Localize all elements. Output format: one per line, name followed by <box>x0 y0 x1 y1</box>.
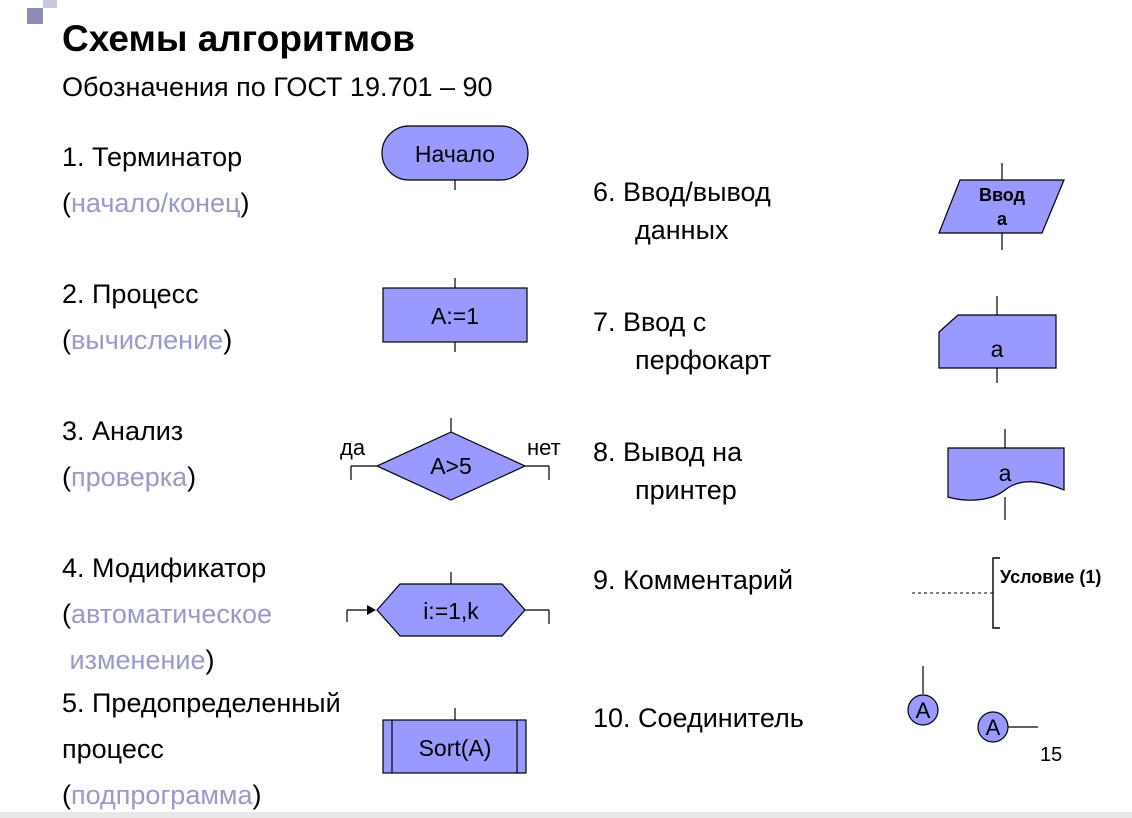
modifier-arrow-icon <box>367 605 376 615</box>
modifier-symbol: i:=1,k <box>346 572 550 637</box>
item-predefined: 5. Предопределенный процесс (подпрограмм… <box>62 680 341 818</box>
io-symbol: Ввод a <box>938 163 1065 250</box>
item-printer: 8. Вывод на принтер <box>593 433 742 509</box>
item-io-label: 6. Ввод/вывод <box>593 177 771 207</box>
terminator-symbol: Начало <box>381 125 529 190</box>
io-text-line1: Ввод <box>979 185 1026 205</box>
predefined-text: Sort(A) <box>419 735 492 761</box>
printer-symbol: a <box>947 429 1065 520</box>
item-predefined-sub: подпрограмма <box>71 780 253 810</box>
predefined-process-symbol: Sort(A) <box>382 708 527 774</box>
decision-text: A>5 <box>430 453 472 479</box>
modifier-text: i:=1,k <box>423 598 479 624</box>
item-punchcard-label2: перфокарт <box>635 345 772 375</box>
punchcard-text: a <box>991 336 1004 362</box>
item-modifier: 4. Модификатор (автоматическое изменение… <box>62 545 272 683</box>
printer-text: a <box>999 460 1012 486</box>
item-predefined-desc: (подпрограмма) <box>62 780 262 810</box>
item-io: 6. Ввод/вывод данных <box>593 173 771 249</box>
process-text: A:=1 <box>431 303 479 329</box>
item-punchcard-label: 7. Ввод с <box>593 307 707 337</box>
connector-symbol-2: A <box>977 711 1038 743</box>
decision-yes-label: да <box>340 435 366 460</box>
item-printer-label: 8. Вывод на <box>593 437 743 467</box>
decision-no-label: нет <box>527 435 561 460</box>
item-connector: 10. Соединитель <box>593 699 804 737</box>
item-modifier-sub2: изменение <box>69 645 206 675</box>
process-symbol: A:=1 <box>382 278 528 352</box>
page-subtitle: Обозначения по ГОСТ 19.701 – 90 <box>62 72 493 102</box>
corner-square-light <box>43 0 57 8</box>
item-printer-label2: принтер <box>635 475 737 505</box>
item-punchcard: 7. Ввод с перфокарт <box>593 303 771 379</box>
item-terminator-desc: (начало/конец) <box>62 188 250 218</box>
item-terminator-label: 1. Терминатор <box>62 142 243 172</box>
item-decision-desc: (проверка) <box>62 462 197 492</box>
item-process: 2. Процесс (вычисление) <box>62 271 232 363</box>
comment-symbol: Условие (1) <box>912 557 1101 629</box>
item-decision: 3. Анализ (проверка) <box>62 408 196 500</box>
item-decision-label: 3. Анализ <box>62 416 184 446</box>
page-title: Схемы алгоритмов <box>62 18 416 59</box>
comment-text: Условие (1) <box>1000 567 1101 587</box>
connector-symbol-1: A <box>907 666 939 726</box>
punchcard-symbol: a <box>938 296 1057 383</box>
item-process-sub: вычисление <box>71 325 224 355</box>
connector-2-text: A <box>986 715 1001 740</box>
item-io-label2: данных <box>635 215 729 245</box>
decision-symbol: A>5 да нет <box>340 418 561 501</box>
page-number: 15 <box>1040 744 1063 766</box>
bottom-bar <box>0 812 1132 818</box>
io-text-line2: a <box>997 209 1008 229</box>
item-modifier-desc2: изменение) <box>69 645 215 675</box>
item-modifier-sub1: автоматическое <box>71 599 273 629</box>
item-predefined-label2: процесс <box>62 734 164 764</box>
item-decision-sub: проверка <box>71 462 188 492</box>
item-modifier-label: 4. Модификатор <box>62 553 267 583</box>
connector-1-text: A <box>916 698 931 723</box>
item-process-label: 2. Процесс <box>62 279 199 309</box>
item-connector-label: 10. Соединитель <box>593 703 804 733</box>
item-process-desc: (вычисление) <box>62 325 233 355</box>
item-modifier-desc1: (автоматическое <box>62 599 273 629</box>
item-terminator-sub: начало/конец <box>71 188 241 218</box>
item-terminator: 1. Терминатор (начало/конец) <box>62 134 250 226</box>
terminator-text: Начало <box>415 141 495 167</box>
item-comment: 9. Комментарий <box>593 561 793 599</box>
item-predefined-label: 5. Предопределенный <box>62 688 341 718</box>
corner-square-dark <box>27 8 43 24</box>
item-comment-label: 9. Комментарий <box>593 565 794 595</box>
